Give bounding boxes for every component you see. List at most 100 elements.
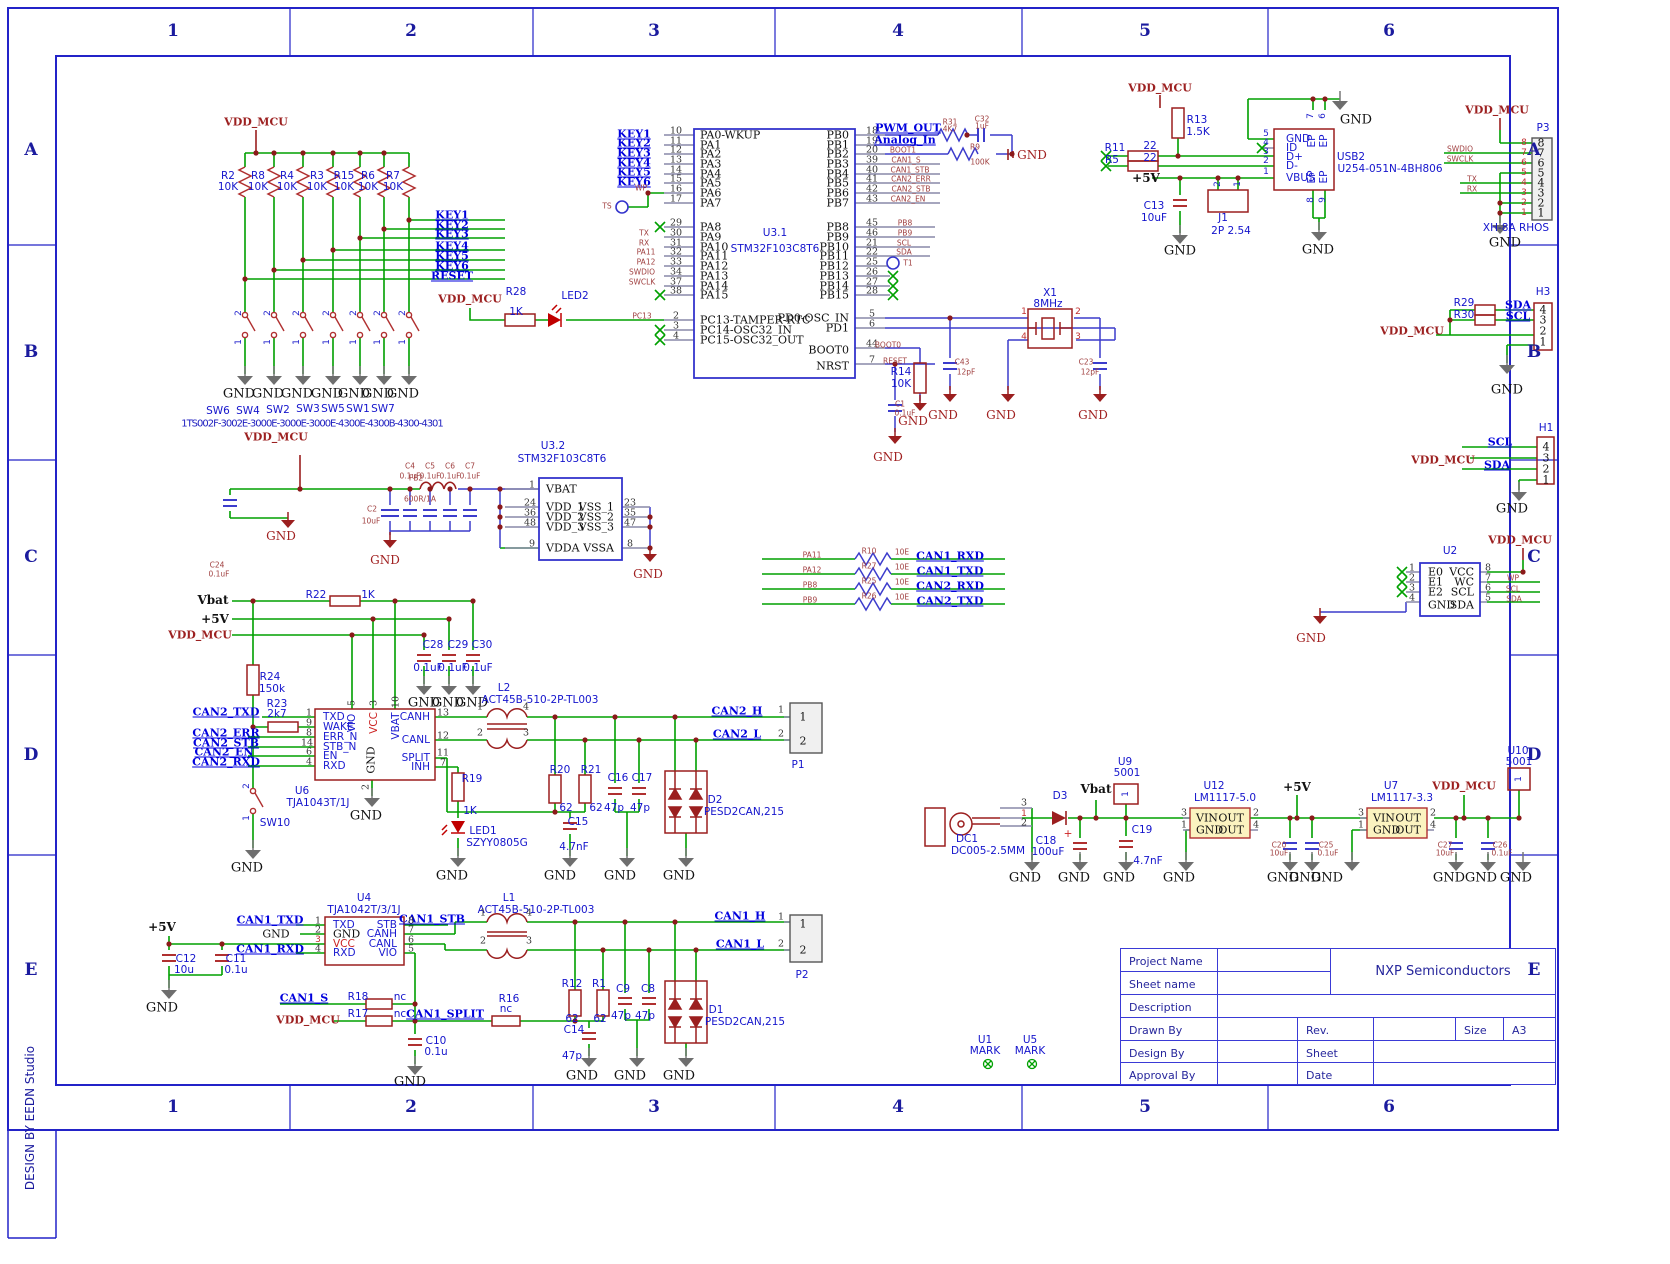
label-gnd: GND	[280, 386, 314, 402]
label-xh-8a-rhos: XH-8A RHOS	[1482, 222, 1550, 234]
label-d3: D3	[1052, 790, 1068, 802]
pin-stubs	[505, 134, 1487, 951]
label-14: 14	[669, 164, 683, 176]
label-26: 26	[865, 266, 879, 278]
diodes	[441, 304, 1067, 1044]
label-scl: SCL	[1505, 309, 1531, 323]
label-gnd: GND	[361, 386, 395, 402]
label-b: B	[23, 342, 39, 362]
label-gnd: GND	[928, 408, 958, 422]
label-2: 2	[1521, 198, 1527, 208]
label-0-1uf: 0.1uF	[208, 569, 230, 579]
label-gnd: GND	[1301, 242, 1335, 258]
label-d: D+	[1286, 151, 1303, 163]
title-block-project-label: Project Name	[1120, 948, 1218, 972]
label-tja1042t-3-1j: TJA1042T/3/1J	[327, 904, 401, 916]
label-10e: 10E	[894, 562, 910, 572]
label-10: 10	[390, 695, 402, 709]
label-d2: D2	[707, 794, 723, 806]
label-ep: EP	[1306, 170, 1318, 184]
label-4: 4	[522, 701, 530, 713]
label-pb7: PB7	[826, 196, 849, 210]
ic-u4-tja1042	[324, 916, 405, 966]
label-can2-l: CAN2_L	[712, 727, 762, 741]
label-pb11: PB11	[819, 249, 849, 263]
label-gnd: GND	[662, 868, 696, 884]
label-wake: WAKE	[323, 721, 354, 733]
label-c13: C13	[1143, 200, 1165, 212]
label-boot1: BOOT1	[889, 145, 917, 155]
label-2: 2	[799, 734, 807, 748]
label-sda: SDA	[1483, 458, 1511, 472]
label-r21: R21	[580, 764, 602, 776]
label-key1: KEY1	[617, 127, 651, 141]
label-id: ID	[1286, 142, 1298, 154]
label-pb9: PB9	[826, 230, 849, 244]
label-fb2: FB2	[408, 473, 424, 483]
ferrite-fb2	[419, 481, 457, 490]
label-1: 1	[398, 339, 408, 345]
label-pc14-osc32-in: PC14-OSC32_IN	[700, 323, 792, 337]
label-vdd-mcu: VDD_MCU	[224, 115, 288, 129]
label-vdd-mcu: VDD_MCU	[1411, 453, 1475, 467]
label-c26: C26	[1492, 840, 1508, 850]
label-2: 2	[405, 1097, 417, 1117]
label-3: 3	[1180, 807, 1188, 819]
label-r29: R29	[1453, 297, 1475, 309]
label-vbat: VBAT	[546, 482, 577, 496]
label-5001: 5001	[1505, 756, 1533, 768]
label-gnd: GND	[1288, 870, 1322, 886]
label-5: 5	[346, 699, 358, 707]
label-c18: C18	[1035, 835, 1057, 847]
label-c8: C8	[640, 983, 656, 995]
label-1: 1	[479, 907, 487, 919]
title-block-company: NXP Semiconductors	[1330, 948, 1556, 995]
label-gnd: GND	[1057, 870, 1091, 886]
label-19: 19	[865, 135, 879, 147]
resistor-r17	[365, 1015, 393, 1027]
label-4: 4	[1537, 176, 1545, 190]
label-1: 1	[528, 479, 536, 491]
label-stb: STB	[376, 919, 397, 931]
label-1: 1	[305, 707, 313, 719]
label-r28: R28	[505, 286, 527, 298]
label-gnd: GND	[1499, 870, 1533, 886]
label-22: 22	[1143, 140, 1157, 152]
label-10k: 10K	[890, 378, 912, 390]
label-20: 20	[865, 144, 879, 156]
label-41: 41	[865, 173, 879, 185]
label-pwm-out: PWM_OUT	[875, 121, 941, 135]
label-pb15: PB15	[819, 288, 849, 302]
label-canh: CANH	[366, 928, 397, 940]
label-1: 1	[1539, 335, 1547, 349]
label-2: 2	[777, 728, 785, 740]
label-pa7: PA7	[700, 196, 722, 210]
label-10e: 10E	[894, 577, 910, 587]
label-8: 8	[407, 915, 415, 927]
label-1: 1	[242, 815, 252, 821]
label-8mhz: 8MHz	[1033, 298, 1063, 310]
label-b: B	[1526, 342, 1542, 362]
label-c7: C7	[464, 461, 476, 471]
label-sw7: SW7	[371, 403, 395, 415]
label-2p-2-54: 2P 2.54	[1211, 225, 1251, 237]
ic-u6-tja1043	[314, 708, 436, 781]
label-vbat: VBAT	[390, 712, 402, 740]
label-gnd: GND	[603, 868, 637, 884]
resistor-r18	[365, 998, 393, 1010]
label-33: 33	[669, 256, 683, 268]
label-key5: KEY5	[617, 165, 651, 179]
label-13: 13	[436, 707, 450, 719]
zigzag-resistors	[854, 127, 979, 612]
label-can1-s: CAN1_S	[279, 991, 329, 1005]
label-0-1uf: 0.1uF	[438, 662, 468, 674]
label-gnd: GND	[393, 1074, 427, 1090]
label-r10: R10	[861, 546, 877, 556]
label-3: 3	[1075, 332, 1081, 342]
label-1: 1	[476, 701, 484, 713]
label-1: 1	[1021, 307, 1027, 317]
label-txd: TXD	[323, 711, 345, 723]
label-pa13: PA13	[700, 269, 729, 283]
label-34: 34	[669, 266, 683, 278]
